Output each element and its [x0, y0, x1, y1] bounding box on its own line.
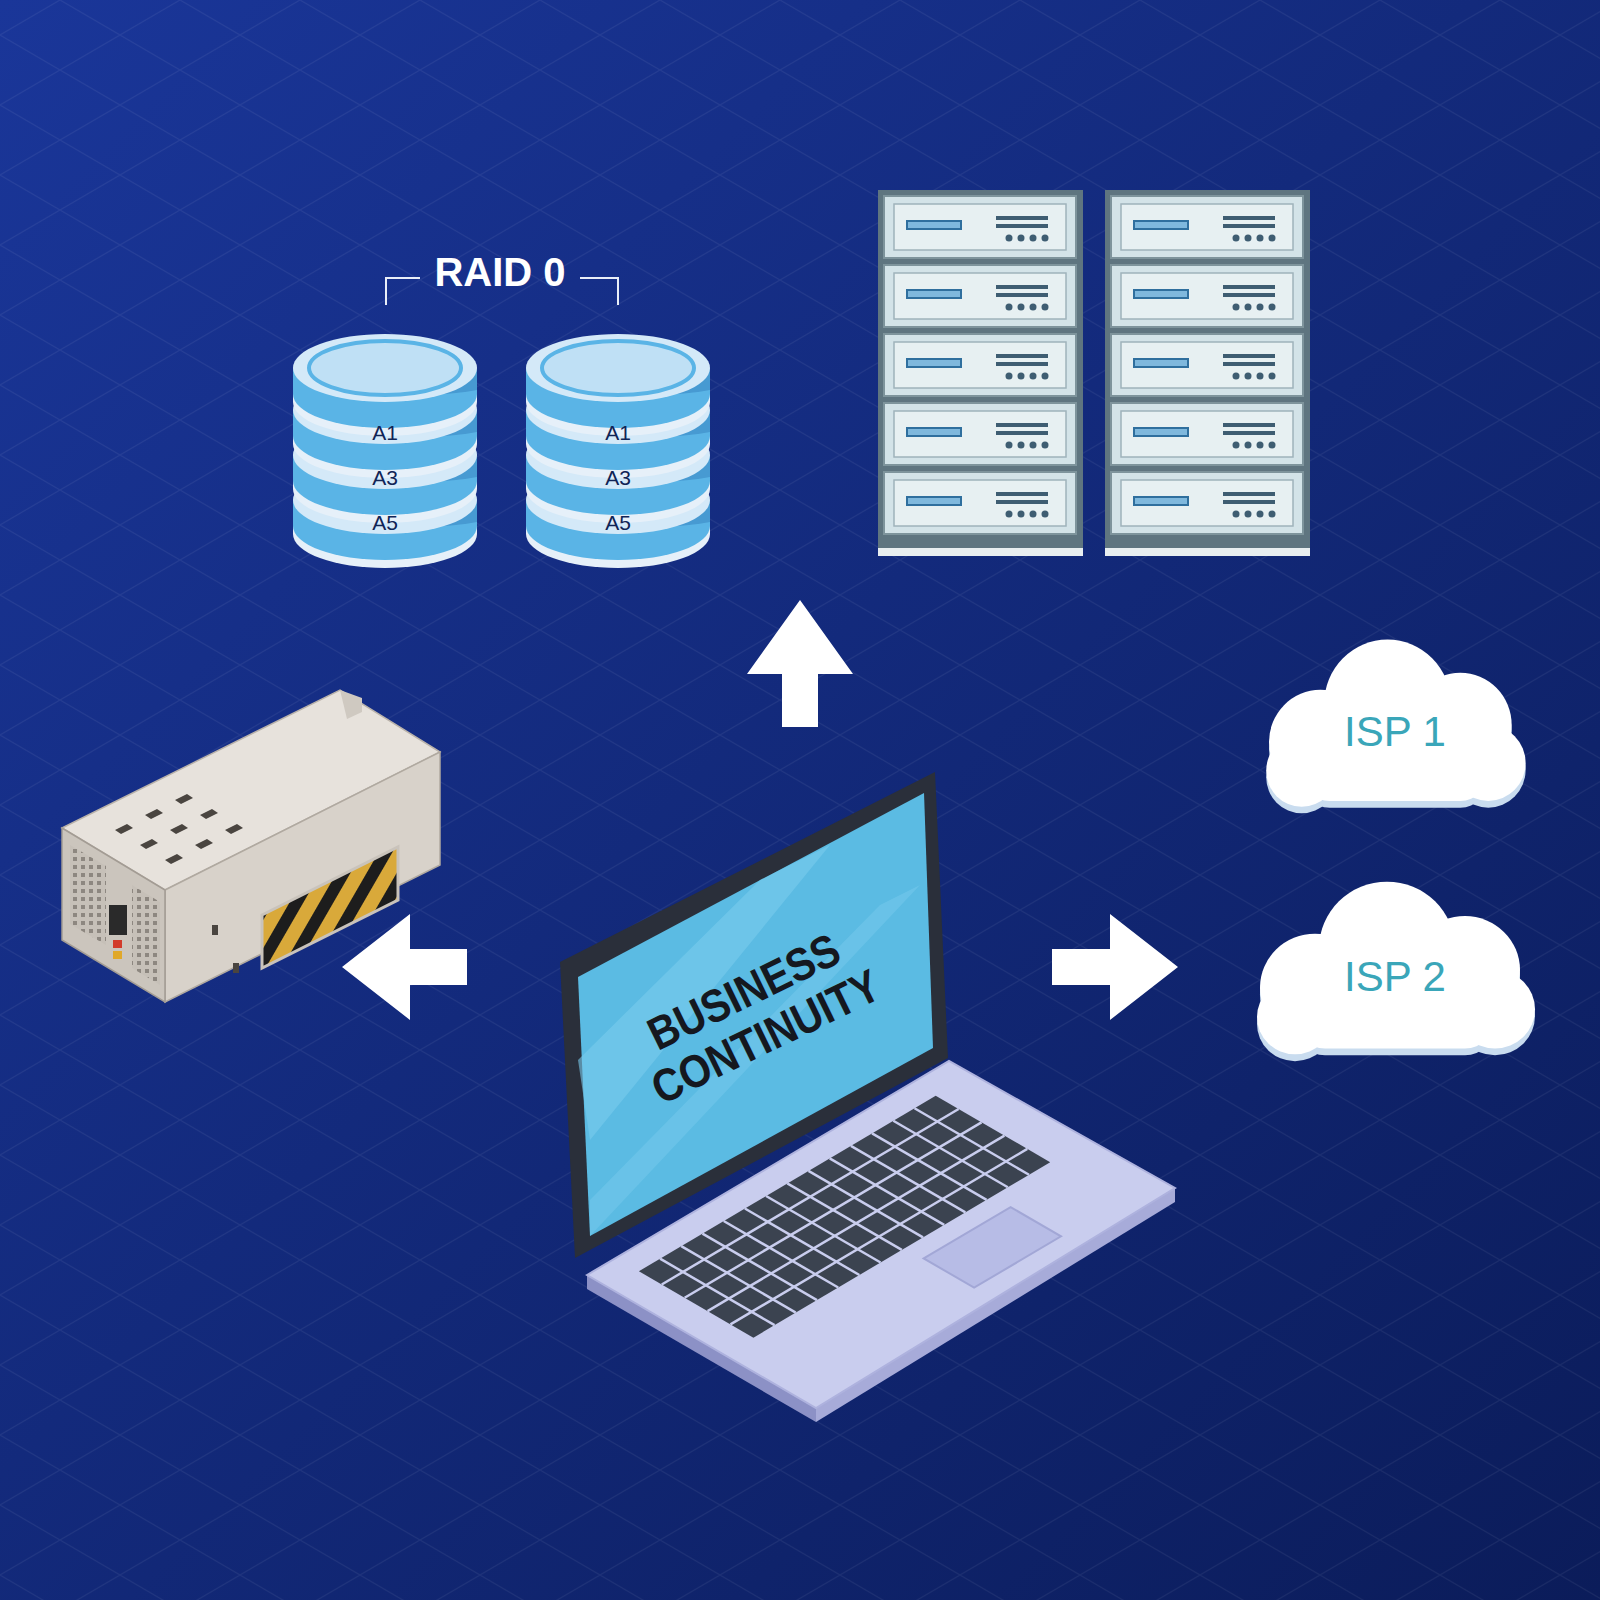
- power-supply-part-part: [165, 854, 183, 864]
- laptop-part: [924, 1207, 1061, 1288]
- power-supply-part-part: [115, 824, 133, 834]
- disk-label: A3: [605, 455, 631, 500]
- server-rack-part: [1105, 190, 1310, 555]
- disk-label: A1: [605, 410, 631, 455]
- disk-label: A1: [372, 410, 398, 455]
- laptop-part-part: [872, 1133, 987, 1200]
- laptop-part-part: [893, 1121, 1008, 1188]
- laptop-part-part: [830, 1158, 945, 1225]
- power-supply-part: [113, 951, 122, 959]
- laptop-part: [578, 793, 933, 1236]
- screen-title: BUSINESS CONTINUITY: [603, 907, 908, 1124]
- server-rack-part: [884, 196, 1076, 258]
- cloud-fill: [1257, 882, 1535, 1054]
- server-rack-part: [884, 265, 1076, 327]
- power-supply-part-part: [225, 824, 243, 834]
- block-arrow-part: [342, 914, 467, 1020]
- laptop-part-part: [808, 1171, 923, 1238]
- power-supply-part: [115, 794, 243, 973]
- disk-stack-part: [526, 334, 710, 568]
- power-supply-part-part: [200, 809, 218, 819]
- power-supply-part: [113, 940, 122, 948]
- power-supply-part: [132, 885, 160, 985]
- power-supply-part: [262, 847, 398, 968]
- laptop-part-part: [702, 1234, 817, 1301]
- laptop-screen: BUSINESS CONTINUITY: [560, 930, 950, 1100]
- laptop-part-part: [914, 1108, 1029, 1175]
- power-supply-part-part: [233, 963, 239, 973]
- disk-label: A5: [605, 500, 631, 545]
- block-arrow-part: [1052, 914, 1178, 1020]
- laptop-part: [560, 772, 948, 1258]
- power-supply-part-part: [140, 839, 158, 849]
- raid-bracket-part: [580, 278, 618, 305]
- disk-stack: [293, 334, 710, 568]
- laptop-part-part: [681, 1246, 796, 1313]
- isp-cloud: ISP 1: [1255, 630, 1535, 820]
- isp-name: ISP 1: [1344, 708, 1446, 756]
- laptop: [560, 772, 1175, 1422]
- server-rack-part: [1111, 334, 1303, 396]
- laptop-part-part: [787, 1183, 902, 1250]
- server-rack-part: [878, 190, 1083, 555]
- server-rack-part: [884, 403, 1076, 465]
- power-supply-part: [70, 845, 106, 945]
- server-rack-part: [1111, 403, 1303, 465]
- power-supply-part-part: [170, 824, 188, 834]
- power-supply-part: [165, 752, 440, 1002]
- disk-stack: A1A3A5: [578, 410, 658, 545]
- server-rack-part: [1111, 196, 1303, 258]
- power-supply-part-part: [195, 839, 213, 849]
- block-arrow-part: [747, 600, 853, 727]
- server-rack-part: [884, 472, 1076, 534]
- raid-bracket-part: [386, 278, 420, 305]
- power-supply-part: [109, 905, 127, 935]
- server-rack: [878, 190, 1310, 556]
- laptop-part-part: [745, 1209, 860, 1276]
- server-rack-part: [1105, 548, 1310, 556]
- power-supply-part-part: [212, 925, 218, 935]
- power-supply: [62, 690, 440, 1002]
- raid-level: RAID 0: [400, 248, 600, 296]
- laptop-part: [590, 885, 920, 1236]
- power-supply-part-part: [175, 794, 193, 804]
- disk-label: A5: [372, 500, 398, 545]
- laptop-part-part: [766, 1196, 881, 1263]
- laptop-part-part: [724, 1221, 839, 1288]
- disk-stack-part: [293, 334, 477, 568]
- isp-name: ISP 2: [1344, 953, 1446, 1001]
- isp-cloud: ISP 2: [1245, 872, 1545, 1068]
- disk-label: A3: [372, 455, 398, 500]
- laptop-part-part: [851, 1146, 966, 1213]
- server-rack-part: [884, 334, 1076, 396]
- disk-stack: A1A3A5: [345, 410, 425, 545]
- power-supply-part: [62, 828, 165, 1002]
- server-rack-part: [878, 548, 1083, 556]
- server-rack-part: [1111, 265, 1303, 327]
- power-supply-part-part: [145, 809, 163, 819]
- server-rack-part: [1111, 472, 1303, 534]
- laptop-part-part: [660, 1259, 775, 1326]
- cloud-fill: [1266, 640, 1525, 807]
- power-supply-part: [340, 690, 362, 719]
